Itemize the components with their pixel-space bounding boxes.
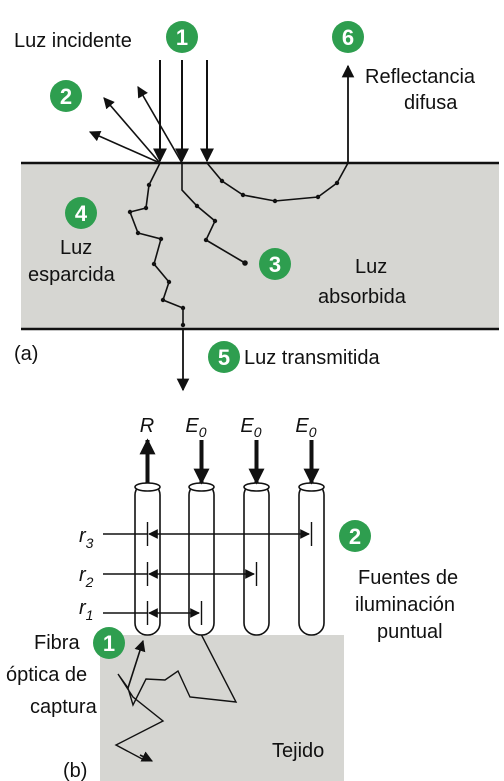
svg-text:5: 5: [218, 345, 230, 370]
sources-label: iluminación: [355, 594, 455, 616]
irradiance-symbol: E0: [185, 415, 206, 440]
absorbed-light-label: absorbida: [318, 286, 407, 308]
badge-1: 1: [93, 627, 125, 659]
specular-reflection-ray: [103, 97, 161, 164]
absorbed-light-path: [181, 163, 246, 264]
path-nodes: [127, 182, 186, 328]
svg-text:1: 1: [103, 631, 115, 656]
svg-text:2: 2: [60, 84, 72, 109]
photon-path-arrow: [139, 751, 154, 762]
capture-fiber-label: Fibra: [34, 632, 80, 654]
panel-a: Luz incidente Reflectancia difusa Luz es…: [14, 21, 499, 392]
distance-label-r1: r1: [79, 597, 93, 623]
capture-fiber-label: captura: [30, 696, 98, 718]
badge-1: 1: [166, 21, 198, 53]
svg-text:1: 1: [176, 25, 188, 50]
svg-text:6: 6: [342, 25, 354, 50]
transmitted-light-label: Luz transmitida: [244, 347, 380, 369]
reflectance-symbol: R: [140, 415, 154, 437]
path-nodes: [219, 178, 340, 204]
svg-text:3: 3: [269, 252, 281, 277]
illumination-fiber: [243, 482, 270, 636]
absorbed-light-label: Luz: [355, 256, 387, 278]
badge-2: 2: [339, 520, 371, 552]
photon-exit-ray: [127, 639, 146, 689]
distance-r3: [103, 522, 313, 546]
badge-4: 4: [65, 197, 97, 229]
scattered-light-label: Luz: [60, 237, 92, 259]
distance-r1: [103, 601, 203, 625]
tissue-slab-a: [21, 163, 499, 329]
badge-3: 3: [259, 248, 291, 280]
diffuse-reflectance-label: difusa: [404, 92, 458, 114]
badge-5: 5: [208, 341, 240, 373]
path-nodes: [194, 203, 248, 266]
tissue-label: Tejido: [272, 740, 324, 762]
distance-r2: [103, 562, 258, 586]
panel-a-tag: (a): [14, 343, 38, 365]
distance-label-r3: r3: [79, 525, 94, 551]
specular-reflection-ray: [137, 86, 183, 164]
irradiance-symbol: E0: [295, 415, 316, 440]
svg-text:2: 2: [349, 524, 361, 549]
capture-fiber-label: óptica de: [6, 664, 87, 686]
panel-b-tag: (b): [63, 760, 87, 781]
incident-light-label: Luz incidente: [14, 30, 132, 52]
sources-label: puntual: [377, 621, 443, 643]
irradiance-symbol: E0: [240, 415, 261, 440]
scattered-light-label: esparcida: [28, 264, 116, 286]
illumination-fiber: [298, 482, 325, 636]
badge-6: 6: [332, 21, 364, 53]
diffuse-reflectance-label: Reflectancia: [365, 66, 476, 88]
specular-reflection-ray: [88, 130, 161, 164]
svg-text:4: 4: [75, 201, 88, 226]
photon-path: [114, 634, 238, 762]
panel-b: R E0 E0 E0 r3 r2 r1 Fuen: [6, 415, 458, 781]
distance-label-r2: r2: [79, 564, 94, 590]
badge-2: 2: [50, 80, 82, 112]
sources-label: Fuentes de: [358, 567, 458, 589]
